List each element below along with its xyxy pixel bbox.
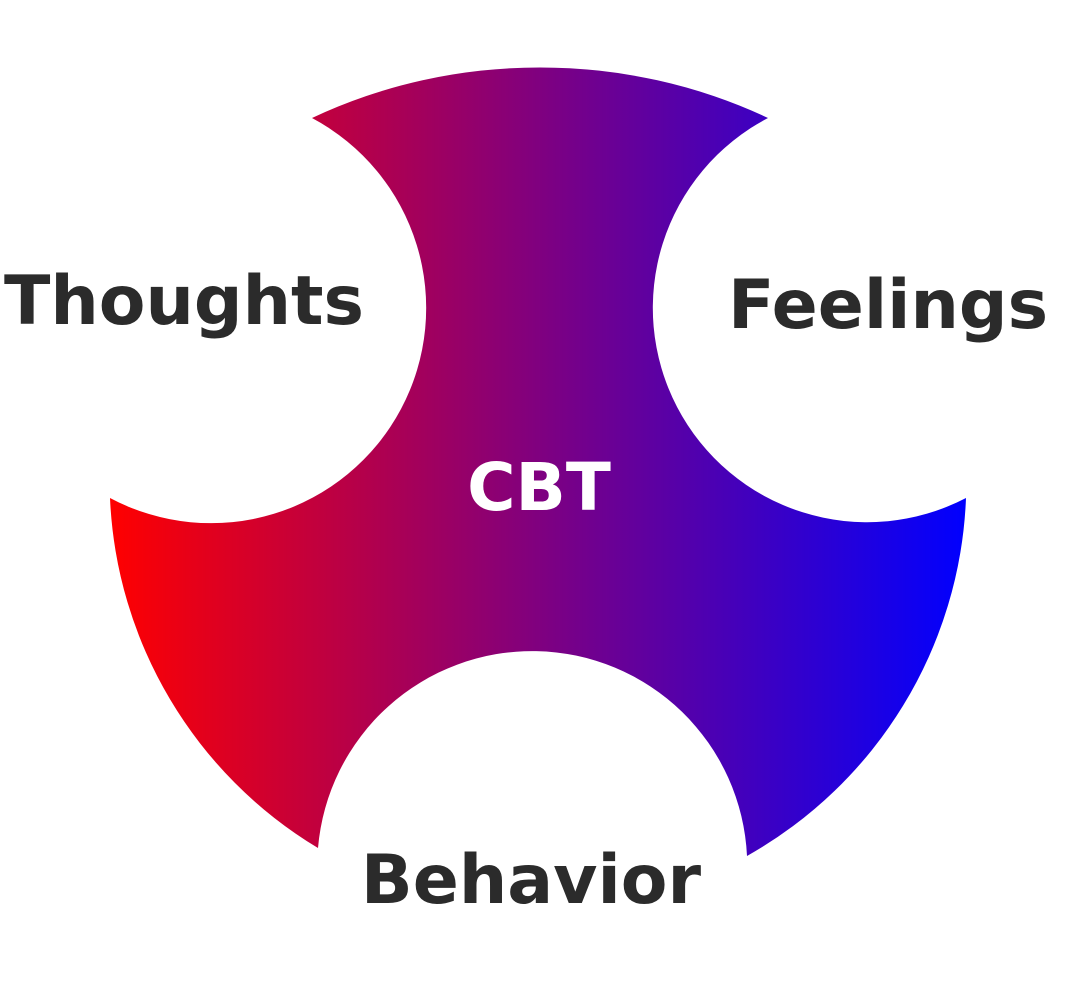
thoughts-label: Thoughts [4, 262, 364, 341]
cbt-shape [110, 67, 966, 857]
behavior-label: Behavior [361, 841, 702, 920]
feelings-label: Feelings [728, 266, 1048, 345]
center-label: CBT [467, 449, 611, 526]
